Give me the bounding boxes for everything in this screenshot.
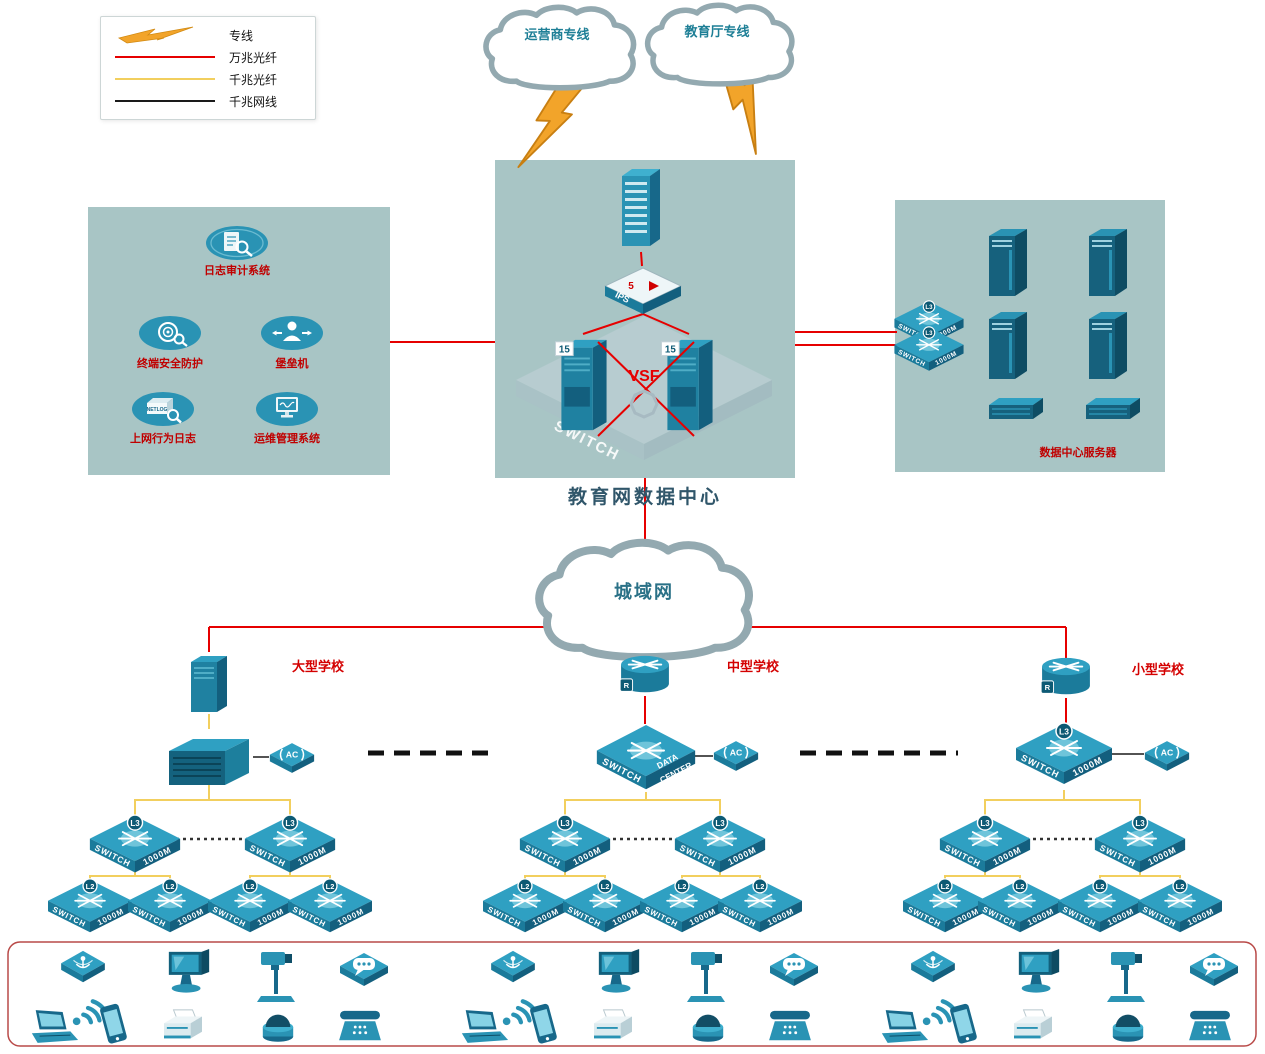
vsf-member-switch-a [555,339,608,431]
vsf-cross-links [597,341,695,437]
vsf-member-switch-b [661,339,714,431]
cloud-man [539,543,749,657]
l2-switch [562,878,648,934]
large-school-ac [269,742,315,774]
lightning-swatch-icon [109,26,221,44]
legend-label: 千兆网线 [229,94,278,109]
medium-school-router [619,654,670,694]
dc-server [1089,229,1127,296]
legend-row-dedicated: 专线 [109,24,307,46]
legend-row-1g-fiber: 千兆光纤 [109,68,307,90]
large-school-gateway [191,656,227,712]
l2-switch [1137,878,1223,934]
bastion-host-icon [261,316,323,350]
ips-device: 5 IPS [603,267,683,314]
small-school-router [1040,656,1091,696]
l3-switch [243,814,337,874]
legend-label: 专线 [229,28,254,43]
l2-switch [977,878,1063,934]
log-audit-icon [206,226,268,260]
dc-server [989,312,1027,379]
legend-row-1g-copper: 千兆网线 [109,90,307,112]
l2-switch [482,878,568,934]
l2-switch [1057,878,1143,934]
ops-management-icon [256,392,318,426]
l2-switch [127,878,213,934]
l3-switch [938,814,1032,874]
legend: 专线 万兆光纤 千兆光纤 千兆网线 [100,16,316,120]
l2-switch [207,878,293,934]
small-school-ac [1144,740,1190,772]
netlog-icon: NETLOG [132,392,194,426]
legend-row-10g: 万兆光纤 [109,46,307,68]
yellow-line-swatch [115,78,215,80]
telephone-icon [769,1010,811,1041]
l2-switch [47,878,133,934]
large-school-core-chassis [168,738,250,786]
small-school-core-switch [1015,722,1113,785]
dc-server [1089,312,1127,379]
firewall [622,169,660,246]
telephone-icon [339,1010,381,1041]
dc-rack-server [988,397,1044,420]
black-line-swatch [115,100,215,102]
l3-switch [673,814,767,874]
svg-text:NETLOG: NETLOG [147,407,168,413]
dc-rack-server [1085,397,1141,420]
medium-school-core-switch [595,723,697,791]
cloud-edu [648,5,792,84]
dashed-separators [176,750,1109,841]
dc-server [989,229,1027,296]
legend-label: 万兆光纤 [229,50,278,65]
legend-label: 千兆光纤 [229,72,278,87]
cloud-carrier [486,7,634,87]
l2-switch [717,878,803,934]
l3-switch [518,814,612,874]
telephone-icon [1189,1010,1231,1041]
l2-switch [287,878,373,934]
l2-switch [639,878,725,934]
vsf-label: VSF [628,368,659,385]
vsf-ring-icon [629,389,659,419]
l3-switch [88,814,182,874]
terminal-security-icon [139,316,201,350]
l2-switch [902,878,988,934]
svg-text:5: 5 [628,281,634,292]
red-line-swatch [115,56,215,58]
medium-school-ac [713,740,759,772]
copper-links [253,753,1144,758]
l3-switch [1093,814,1187,874]
